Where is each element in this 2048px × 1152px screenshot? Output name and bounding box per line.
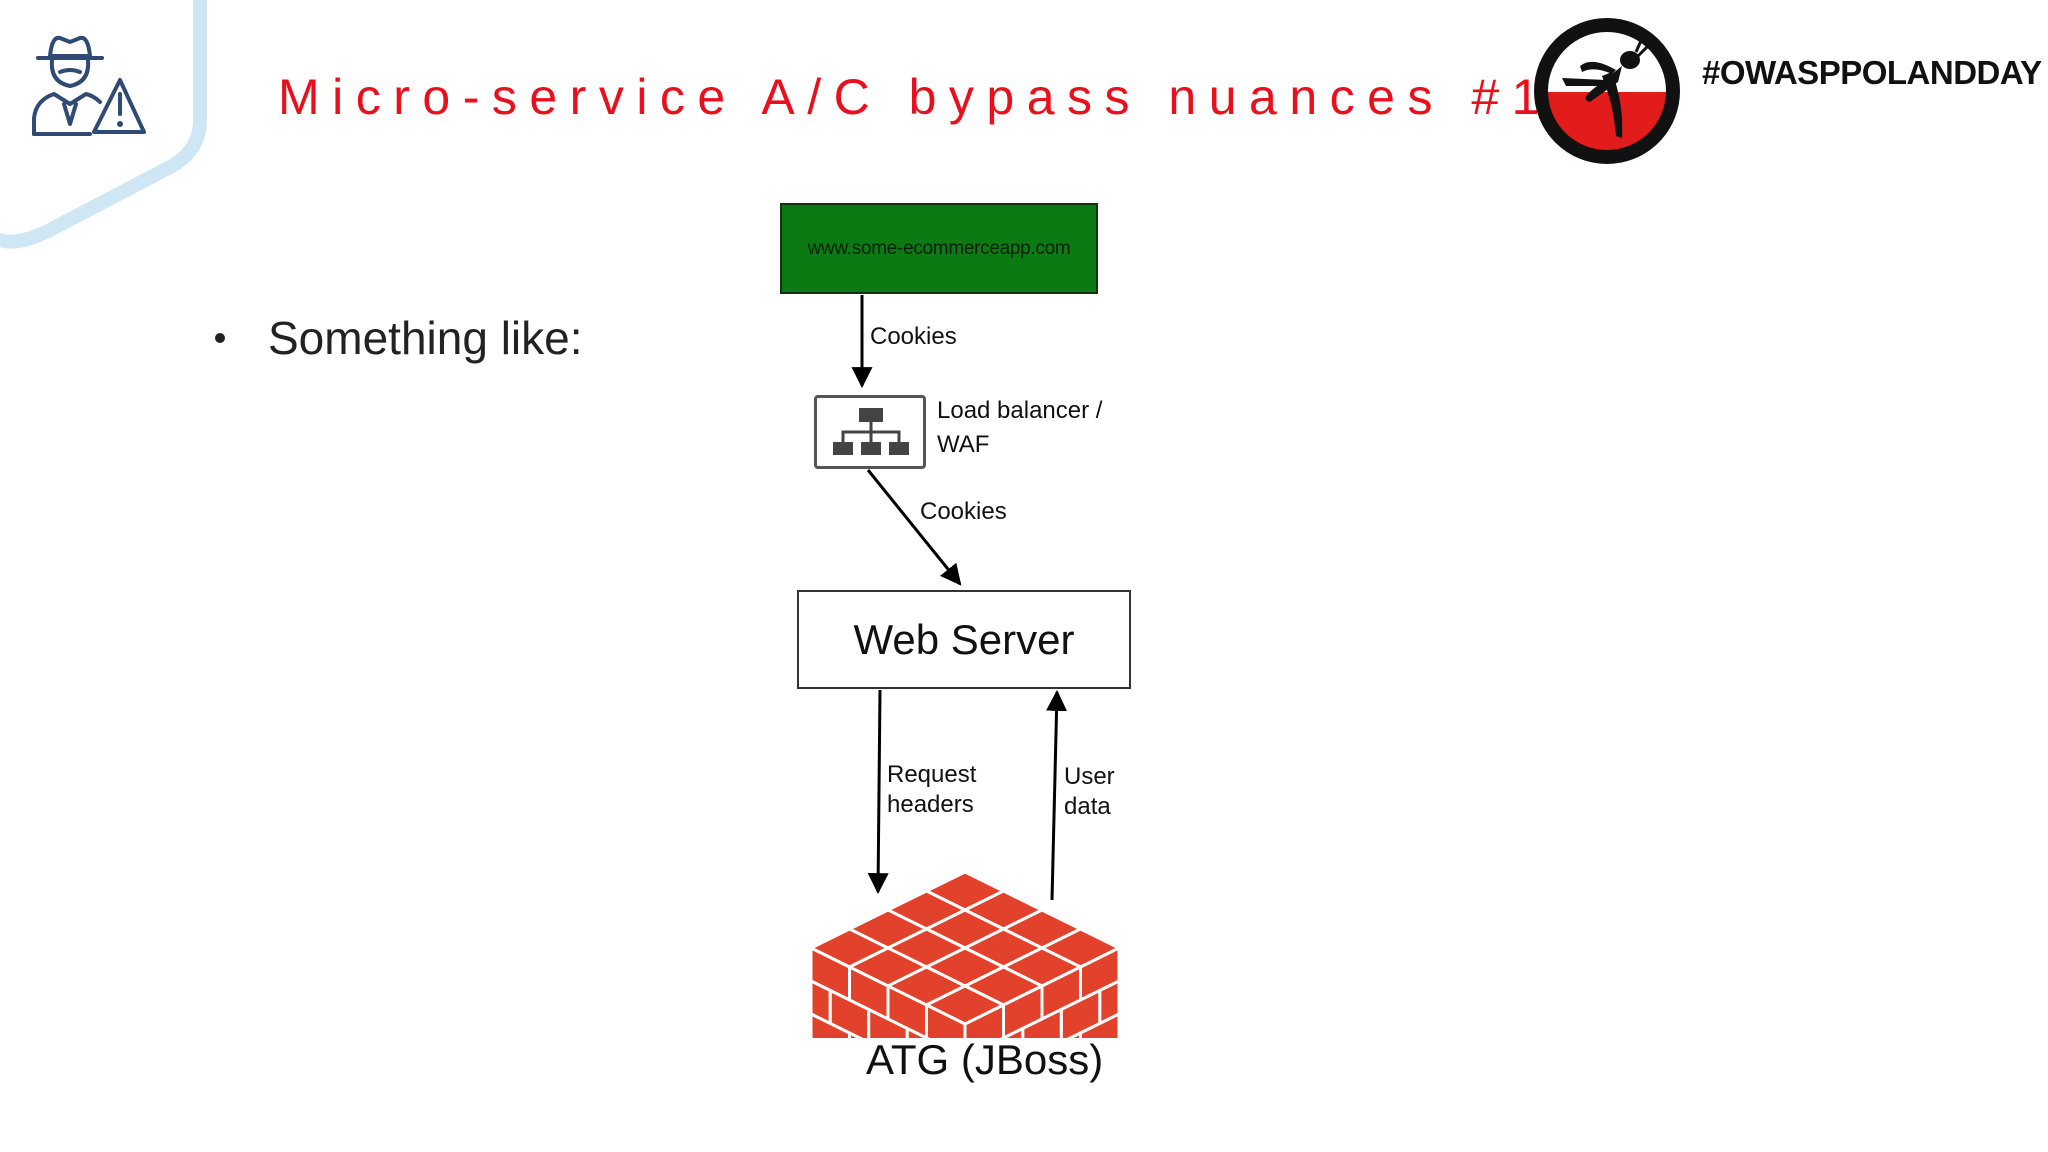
brick bbox=[1021, 1007, 1063, 1038]
bullet-item: Something like: bbox=[205, 308, 583, 368]
brick bbox=[925, 1002, 967, 1038]
edge-label-request-line2: headers bbox=[887, 791, 974, 818]
brick bbox=[828, 988, 871, 1038]
atg-jboss-label: ATG (JBoss) bbox=[866, 1036, 1104, 1083]
slide-title: Micro-service A/C bypass nuances #1 bbox=[278, 69, 1552, 125]
brick bbox=[963, 1002, 1005, 1038]
website-box: www.some-ecommerceapp.com bbox=[780, 203, 1098, 294]
load-balancer-label-line1: Load balancer / bbox=[937, 397, 1103, 424]
edge-label-user-line2: data bbox=[1064, 793, 1111, 820]
brick bbox=[867, 1007, 909, 1038]
arrow-lb-to-webserver bbox=[866, 469, 962, 586]
brick bbox=[1066, 1030, 1082, 1038]
edge-label-user-line1: User bbox=[1064, 763, 1115, 790]
spy-warning-icon bbox=[32, 35, 146, 136]
web-server-box: Web Server bbox=[797, 590, 1131, 689]
edge-label-cookies-2: Cookies bbox=[920, 498, 1007, 525]
arrow-atg-to-webserver bbox=[1046, 689, 1068, 901]
brick bbox=[1002, 983, 1044, 1038]
brick bbox=[1000, 1026, 1025, 1038]
corner-decoration bbox=[0, 0, 207, 249]
brick bbox=[810, 1011, 851, 1038]
network-hierarchy-icon bbox=[833, 408, 909, 455]
brick bbox=[848, 1030, 864, 1038]
load-balancer-label-line2: WAF bbox=[937, 431, 990, 458]
brick bbox=[1059, 988, 1102, 1038]
bullet-text: Something like: bbox=[268, 312, 583, 364]
brick bbox=[1079, 1011, 1120, 1038]
brick bbox=[886, 983, 928, 1038]
arrow-webserver-to-atg bbox=[867, 689, 889, 895]
load-balancer-node bbox=[814, 395, 926, 469]
bullet-list: Something like: bbox=[205, 308, 583, 368]
bullet-dot bbox=[215, 333, 225, 343]
edge-label-cookies-1: Cookies bbox=[870, 323, 957, 350]
owasp-wasp-logo bbox=[1534, 18, 1680, 164]
edge-label-request-line1: Request bbox=[887, 761, 977, 788]
event-hashtag: #OWASPPOLANDDAY bbox=[1702, 54, 2042, 91]
brick bbox=[905, 1026, 930, 1038]
brick-database-icon bbox=[810, 872, 1120, 1038]
